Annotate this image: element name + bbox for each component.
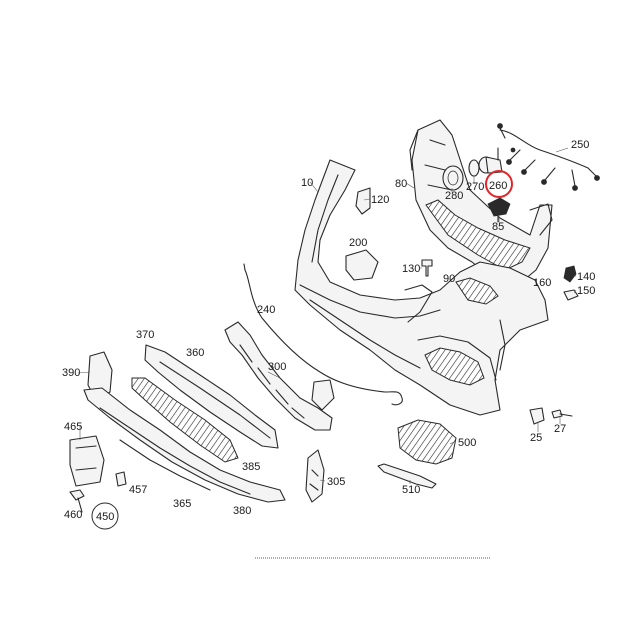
callout-120: 120 bbox=[371, 194, 389, 206]
callout-270: 270 bbox=[466, 181, 484, 193]
leader-lines bbox=[77, 147, 577, 484]
callout-280: 280 bbox=[445, 190, 463, 202]
screw-part-27 bbox=[551, 409, 573, 419]
callout-465: 465 bbox=[64, 421, 82, 433]
lower-grille-part-385 bbox=[131, 377, 239, 463]
callout-200: 200 bbox=[349, 237, 367, 249]
screw-part-460 bbox=[69, 489, 85, 513]
bracket-part-390 bbox=[87, 351, 113, 401]
license-plate-holder-part-465 bbox=[69, 435, 105, 487]
callout-25: 25 bbox=[530, 432, 542, 444]
clip-part-457 bbox=[115, 471, 127, 487]
callout-27: 27 bbox=[554, 423, 566, 435]
callout-10: 10 bbox=[301, 177, 313, 189]
trim-strip-part-360 bbox=[144, 344, 279, 449]
washer-hose-part-240 bbox=[243, 263, 403, 406]
callout-90: 90 bbox=[443, 273, 455, 285]
fog-lamp-grille-part-500 bbox=[397, 419, 457, 465]
parking-sensor-part-260 bbox=[478, 147, 503, 174]
clip-part-140 bbox=[563, 265, 577, 283]
bracket-part-305 bbox=[305, 449, 325, 503]
callout-305: 305 bbox=[327, 476, 345, 488]
callout-150: 150 bbox=[577, 285, 595, 297]
trim-part-510 bbox=[377, 463, 437, 489]
crossmember-part-300 bbox=[224, 321, 335, 431]
callout-circle-450 bbox=[91, 502, 119, 530]
bracket-part-120 bbox=[355, 187, 371, 215]
bumper-carrier-part-80 bbox=[409, 119, 553, 286]
callout-85: 85 bbox=[492, 221, 504, 233]
lower-spoiler-part-380 bbox=[83, 387, 286, 503]
sensor-holder-part-280 bbox=[442, 165, 464, 191]
sensor-bracket-part-85 bbox=[487, 197, 511, 223]
callout-500: 500 bbox=[458, 437, 476, 449]
callout-510: 510 bbox=[402, 484, 420, 496]
wiring-harness-part-250 bbox=[497, 123, 600, 191]
bumper-cover-part-10 bbox=[294, 159, 549, 416]
callout-140: 140 bbox=[577, 271, 595, 283]
clip-part-25 bbox=[529, 407, 545, 425]
sensor-ring-part-270 bbox=[468, 159, 480, 177]
callout-80: 80 bbox=[395, 178, 407, 190]
callout-385: 385 bbox=[242, 461, 260, 473]
callout-370: 370 bbox=[136, 329, 154, 341]
callout-450: 450 bbox=[96, 511, 114, 523]
callout-390: 390 bbox=[62, 367, 80, 379]
callout-380: 380 bbox=[233, 505, 251, 517]
callout-460: 460 bbox=[64, 509, 82, 521]
callout-300: 300 bbox=[268, 361, 286, 373]
module-part-200 bbox=[345, 249, 379, 281]
callout-260: 260 bbox=[489, 180, 507, 192]
callout-250: 250 bbox=[571, 139, 589, 151]
clip-part-130 bbox=[421, 259, 433, 277]
callout-360: 360 bbox=[186, 347, 204, 359]
callout-457: 457 bbox=[129, 484, 147, 496]
callout-240: 240 bbox=[257, 304, 275, 316]
callout-labels: 10 25 27 80 85 90 120 130 140 150 160 20… bbox=[62, 139, 595, 523]
callout-130: 130 bbox=[402, 263, 420, 275]
grille-part-90 bbox=[455, 277, 499, 305]
callout-160: 160 bbox=[533, 277, 551, 289]
callout-365: 365 bbox=[173, 498, 191, 510]
clip-part-150 bbox=[563, 289, 579, 301]
highlight-circle bbox=[485, 170, 513, 198]
